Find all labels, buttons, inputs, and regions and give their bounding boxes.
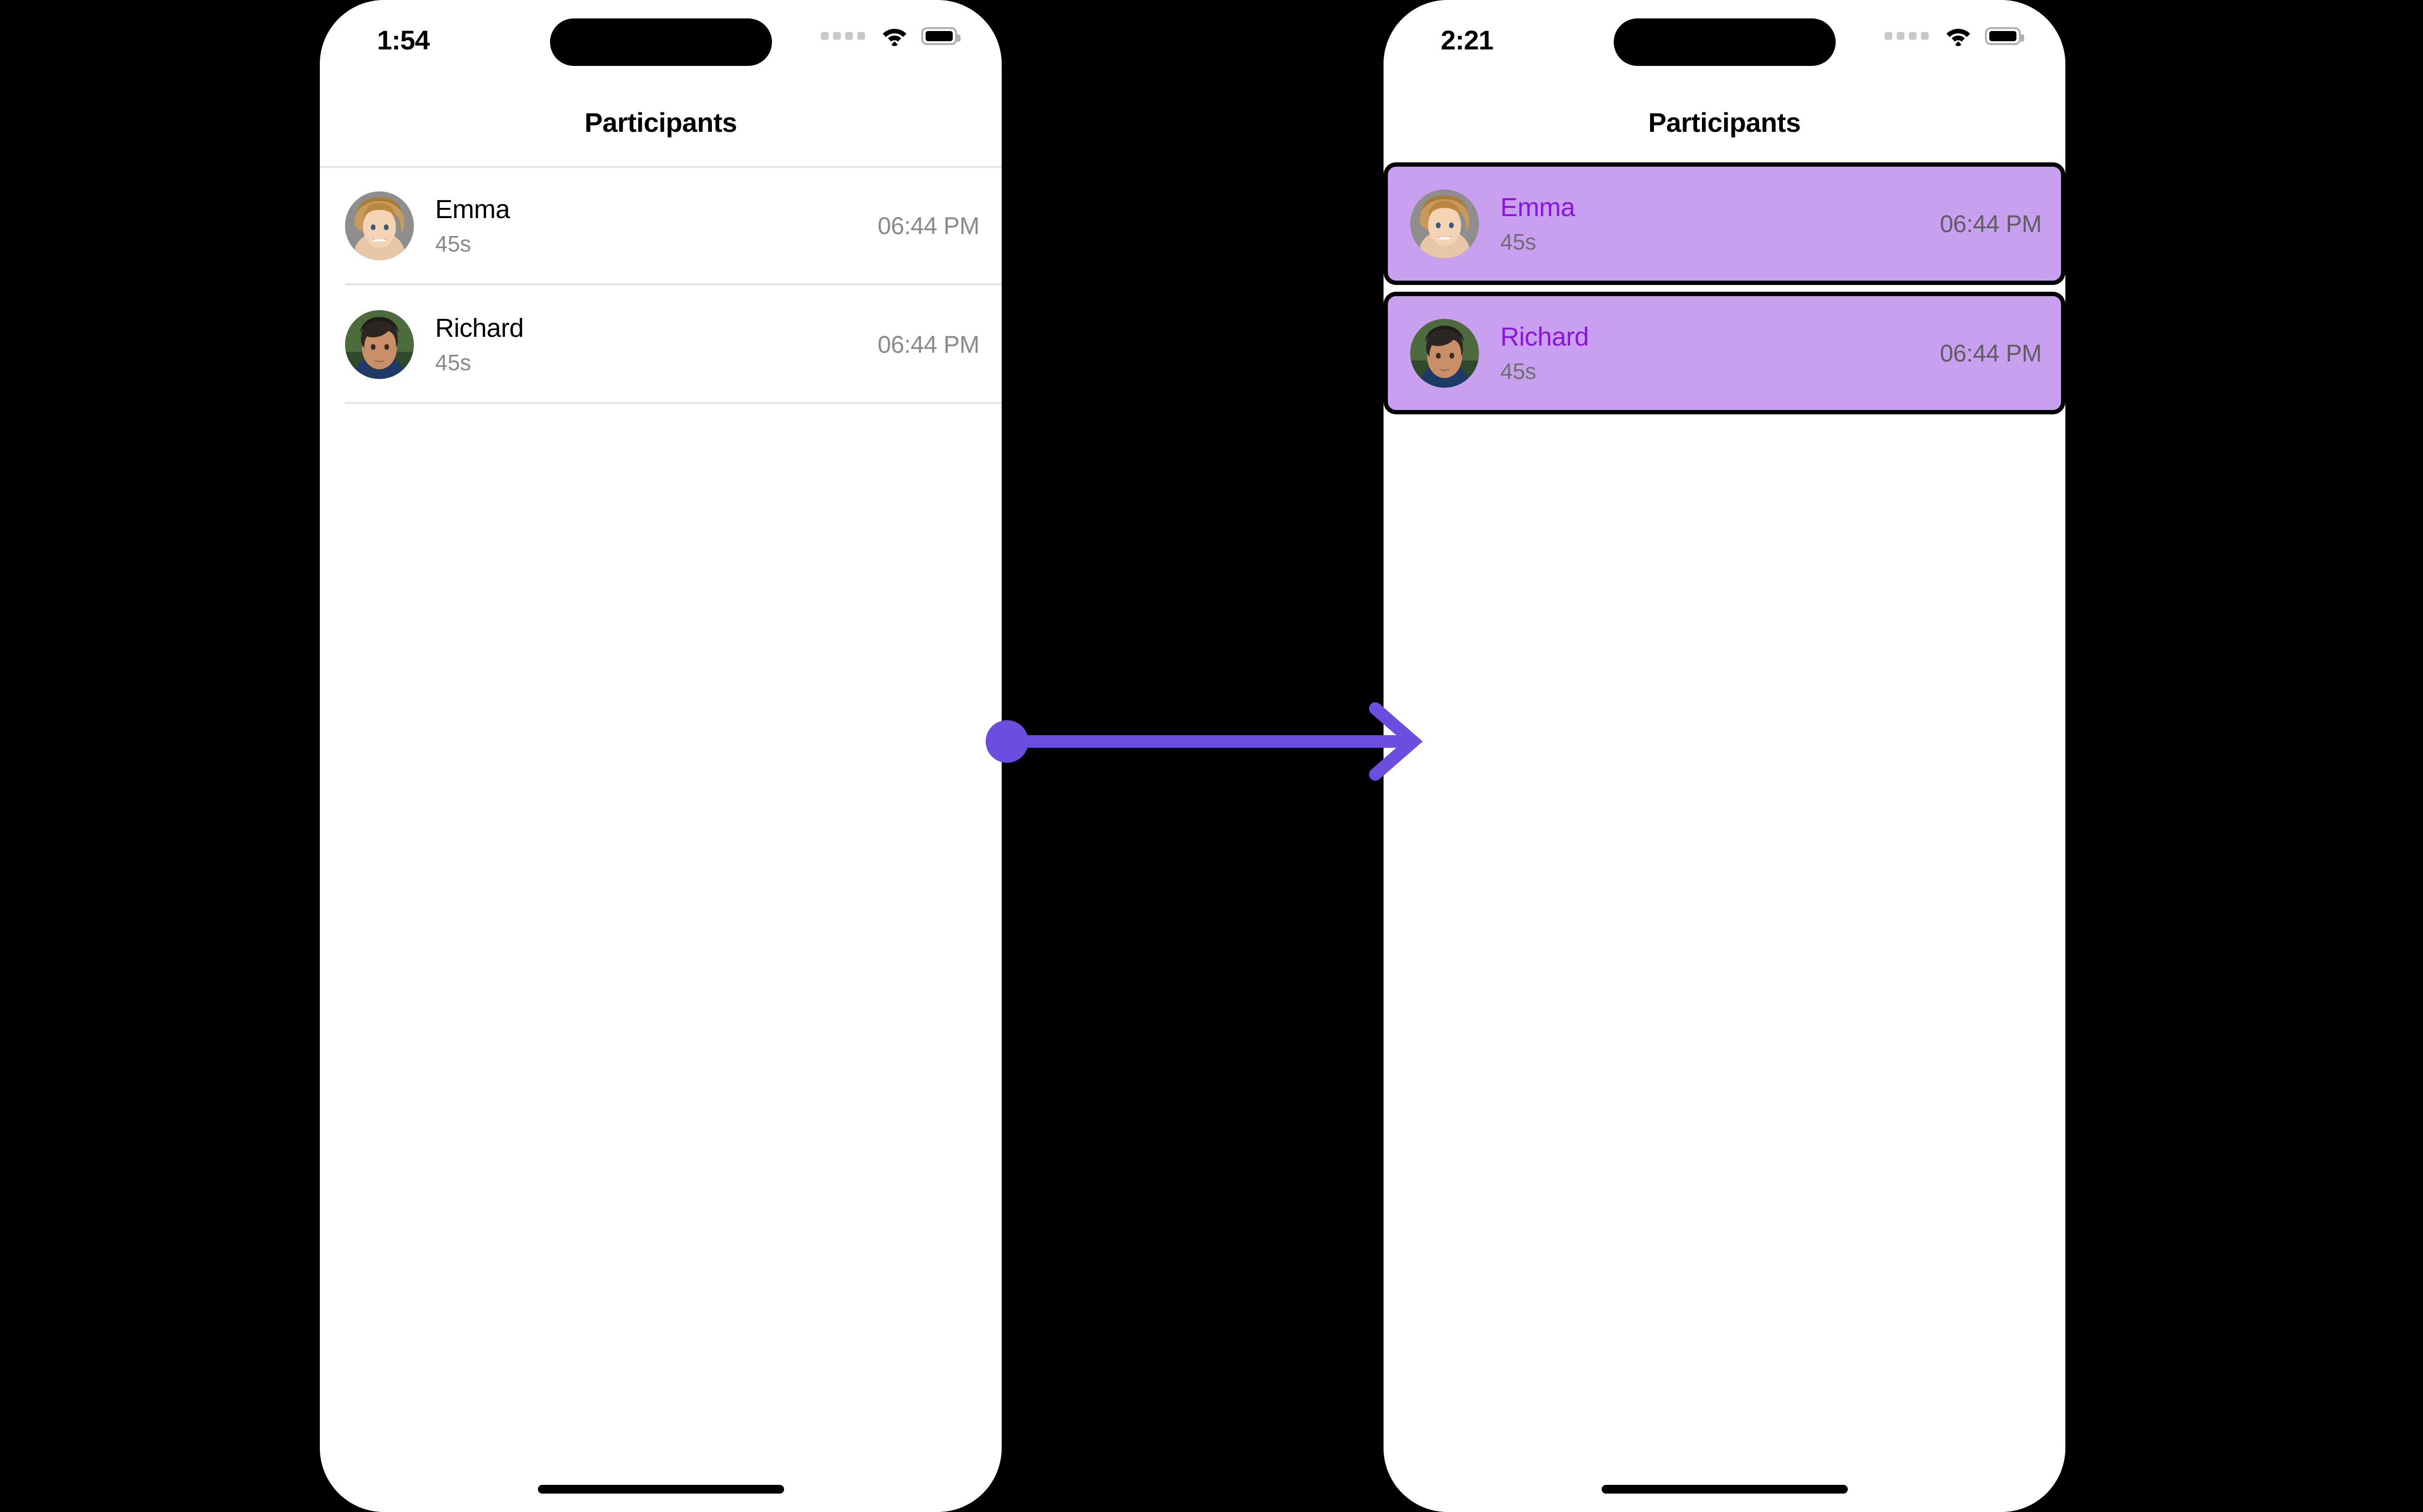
row-separator [345,284,1002,285]
row-separator [345,402,1002,404]
row-text-block: Richard 45s [435,314,878,375]
participant-duration: 45s [1500,359,1537,384]
participant-time: 06:44 PM [877,212,980,239]
participant-duration: 45s [435,350,472,376]
avatar [1410,189,1479,258]
page-title: Participants [584,107,737,138]
participant-duration: 45s [435,231,472,257]
dynamic-island [550,18,772,66]
participant-name: Emma [435,194,510,224]
table-row-selected[interactable]: Emma 45s 06:44 PM [1384,162,2065,285]
status-bar: 1:54 [320,0,1002,73]
battery-icon [921,27,960,45]
row-text-block: Emma 45s [1500,193,1940,254]
page-title: Participants [1648,107,1801,138]
table-row-selected[interactable]: Richard 45s 06:44 PM [1384,292,2065,414]
dynamic-island [1613,18,1836,66]
avatar [345,191,414,260]
table-row[interactable]: Emma 45s 06:44 PM [320,166,1002,285]
status-time: 2:21 [1441,25,1494,55]
participant-time: 06:44 PM [1939,339,2042,367]
arrow-icon [986,702,1423,781]
participant-name: Emma [1500,192,1575,222]
participant-time: 06:44 PM [877,331,980,358]
status-indicators [1885,21,2024,50]
navigation-bar: Participants [320,107,1002,162]
transition-arrow-annotation [984,698,1434,785]
table-row[interactable]: Richard 45s 06:44 PM [320,285,1002,404]
row-text-block: Richard 45s [1500,322,1940,384]
battery-icon [1985,27,2024,45]
status-time: 1:54 [377,25,430,55]
participant-duration: 45s [1500,229,1537,255]
avatar [1410,318,1479,388]
navigation-bar: Participants [1384,107,2065,162]
avatar [345,310,414,379]
home-indicator[interactable] [537,1485,784,1494]
participant-name: Richard [1500,322,1589,351]
row-text-block: Emma 45s [435,195,878,256]
participants-list: Emma 45s 06:44 PM [320,166,1002,404]
status-bar: 2:21 [1384,0,2065,73]
wifi-icon [1945,26,1971,48]
wifi-icon [881,26,908,48]
participant-name: Richard [435,313,524,343]
status-indicators [821,21,960,50]
phone-before: 1:54 Participants [320,0,1002,1512]
participants-list: Emma 45s 06:44 PM Rich [1384,162,2065,421]
cellular-signal-icon [1885,32,1929,40]
participant-time: 06:44 PM [1939,210,2042,237]
phone-after: 2:21 Participants [1384,0,2065,1512]
cellular-signal-icon [821,32,865,40]
home-indicator[interactable] [1601,1485,1848,1494]
row-separator [320,166,1002,168]
